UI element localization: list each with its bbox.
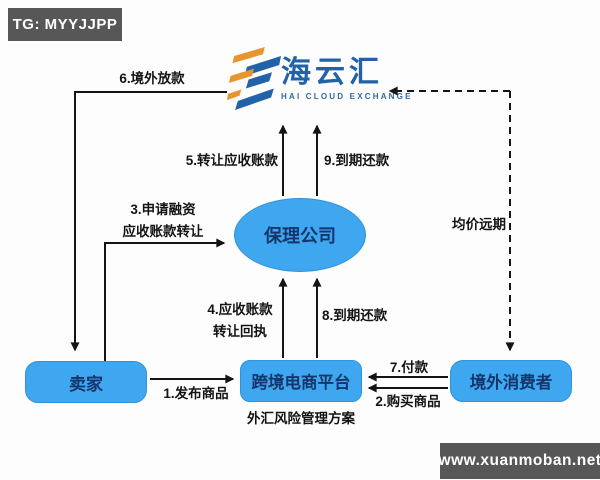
label-step4: 4.应收账款 转让回执	[198, 299, 282, 342]
logo-title: 海云汇	[281, 55, 383, 89]
logo-stripe-blue-bottom	[235, 88, 274, 111]
logo-stripe-orange-mid	[228, 68, 254, 84]
logo-stripe-blue-mid	[245, 72, 272, 89]
hai-cloud-exchange-logo: 海云汇 HAI CLOUD EXCHANGE	[227, 44, 413, 114]
node-factoring-company: 保理公司	[234, 198, 366, 272]
logo-text-block: 海云汇 HAI CLOUD EXCHANGE	[281, 55, 413, 101]
label-step4-line2: 转让回执	[213, 323, 267, 339]
telegram-watermark-badge: TG: MYYJJPP	[8, 8, 122, 41]
label-step4-line1: 4.应收账款	[207, 302, 273, 317]
label-step3-line1: 3.申请融资	[130, 202, 196, 217]
label-step5: 5.转让应收账款	[185, 153, 278, 168]
website-watermark-badge: www.xuanmoban.net	[439, 443, 600, 479]
label-step6: 6.境外放款	[119, 71, 185, 86]
label-step7: 7.付款	[389, 360, 429, 375]
label-step3-line2: 应收账款转让	[122, 223, 204, 239]
node-overseas-consumer: 境外消费者	[450, 360, 572, 402]
label-step8: 8.到期还款	[322, 308, 388, 323]
node-platform: 跨境电商平台	[240, 360, 362, 402]
edge-step3-apply-financing	[104, 238, 226, 361]
edge-step6-overseas-loan	[70, 91, 227, 352]
logo-subtitle: HAI CLOUD EXCHANGE	[281, 91, 413, 101]
label-step1: 1.发布商品	[163, 386, 229, 401]
logo-stripe-orange-top	[232, 47, 265, 64]
logo-stripe-orange-bottom	[227, 89, 242, 101]
platform-caption: 外汇风险管理方案	[247, 411, 355, 426]
label-step2: 2.购买商品	[375, 394, 441, 409]
label-forward-contract: 均价远期	[452, 217, 506, 232]
logo-stripe-blue-top	[245, 56, 281, 76]
node-seller: 卖家	[25, 361, 147, 403]
label-step9: 9.到期还款	[324, 153, 390, 168]
logo-mark-icon	[227, 47, 281, 111]
label-step3: 3.申请融资 应收账款转让	[104, 199, 222, 242]
